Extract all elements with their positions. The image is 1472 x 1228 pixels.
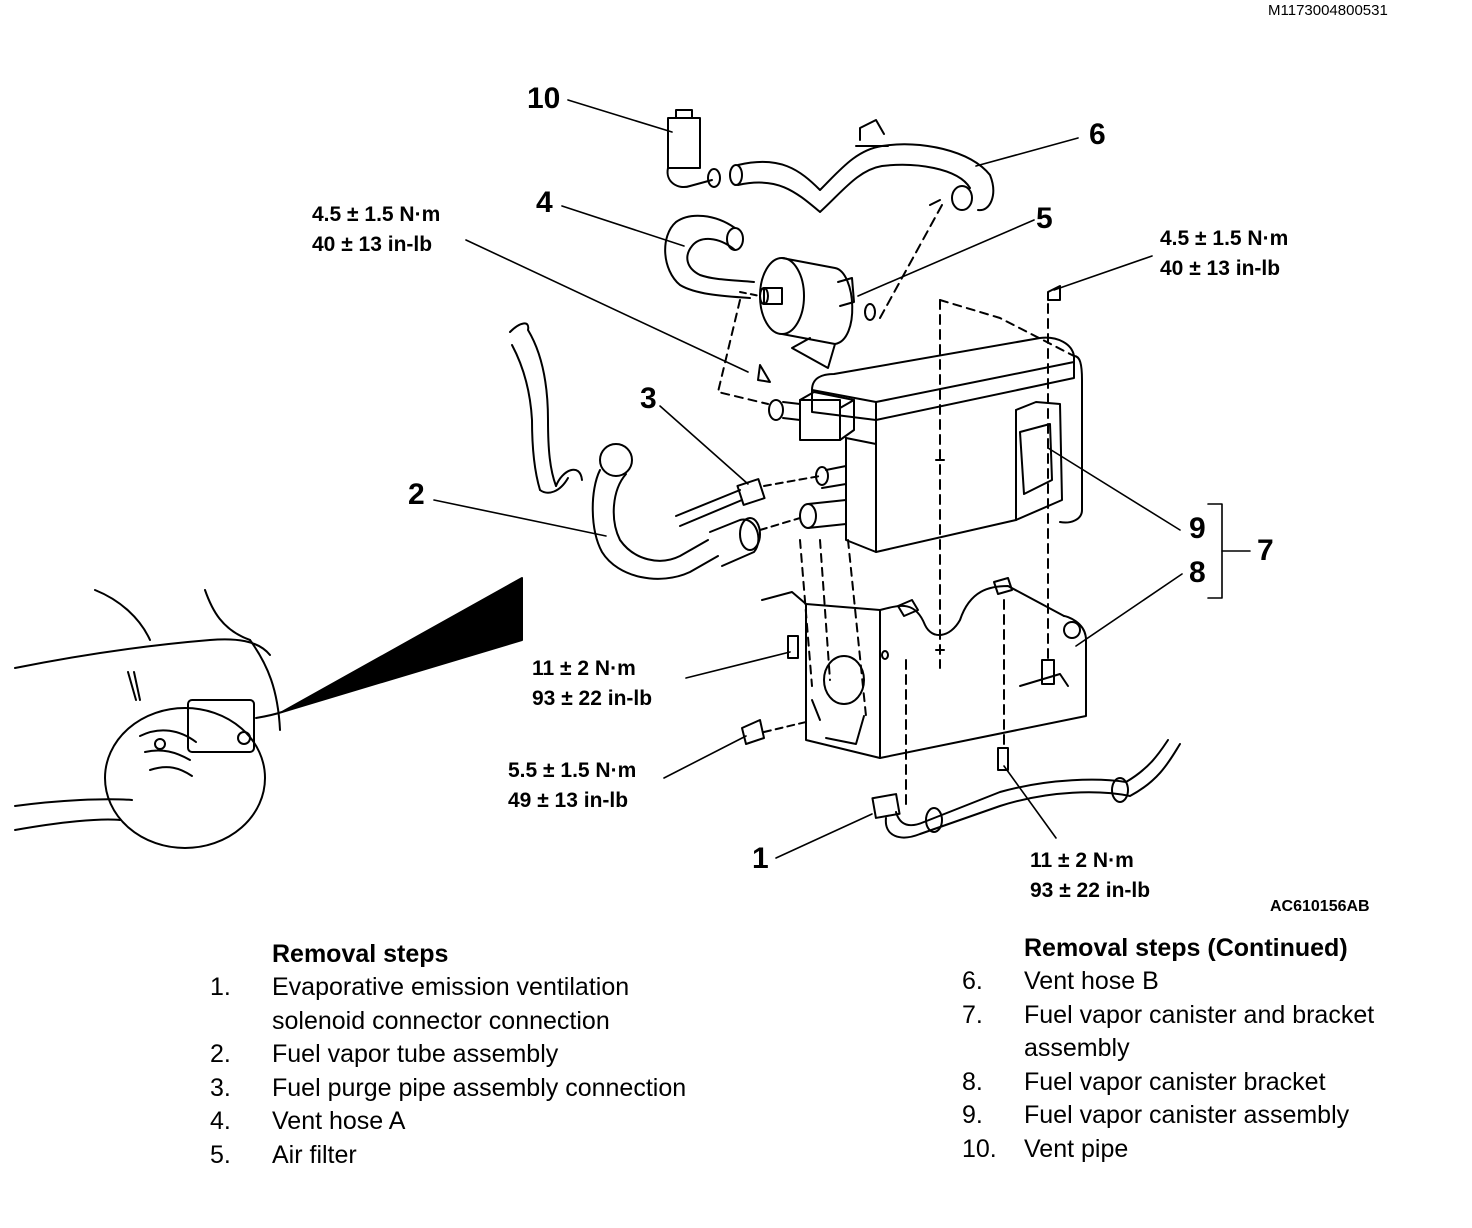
callout-2: 2 (408, 478, 425, 511)
torque-metric: 4.5 ± 1.5 N·m (1160, 227, 1289, 250)
torque-spec-bolt-upper: 11 ± 2 N·m 93 ± 22 in-lb (532, 654, 652, 714)
vent-hose-a (665, 216, 760, 298)
list-item: 8.Fuel vapor canister bracket (962, 1067, 1326, 1096)
fuel-purge-pipe (676, 476, 820, 526)
list-item: 9.Fuel vapor canister assembly (962, 1101, 1350, 1129)
torque-spec-nut-right: 4.5 ± 1.5 N·m 40 ± 13 in-lb (1160, 224, 1288, 284)
removal-steps-continued: Removal steps (Continued) 6.Vent hose B … (962, 932, 1422, 1166)
torque-metric: 5.5 ± 1.5 N·m (508, 759, 637, 782)
list-item: 4.Vent hose A (210, 1107, 406, 1135)
callout-9: 9 (1189, 512, 1206, 545)
torque-imperial: 93 ± 22 in-lb (532, 687, 653, 710)
torque-metric: 4.5 ± 1.5 N·m (312, 203, 441, 226)
vent-pipe (668, 110, 720, 187)
torque-metric: 11 ± 2 N·m (1030, 849, 1134, 872)
air-filter (758, 258, 875, 382)
torque-imperial: 93 ± 22 in-lb (1030, 879, 1151, 902)
torque-spec-bolt-bottom: 11 ± 2 N·m 93 ± 22 in-lb (1030, 846, 1150, 906)
fuel-vapor-canister (769, 300, 1082, 668)
callout-5: 5 (1036, 202, 1053, 235)
callout-1: 1 (752, 842, 769, 875)
list-item: 10.Vent pipe (962, 1134, 1129, 1163)
leader-lines (434, 100, 1250, 858)
callout-8: 8 (1189, 556, 1206, 589)
callout-4: 4 (536, 186, 553, 219)
list-item: 2.Fuel vapor tube assembly (210, 1040, 559, 1068)
vehicle-inset (15, 578, 522, 848)
removal-steps: Removal steps 1.Evaporative emission ven… (210, 938, 690, 1172)
list-item: 5.Air filter (210, 1140, 357, 1169)
torque-imperial: 49 ± 13 in-lb (508, 789, 629, 812)
list-item: 6.Vent hose B (962, 967, 1159, 995)
list-item: 3.Fuel purge pipe assembly connection (210, 1073, 687, 1102)
torque-spec-nut-left: 4.5 ± 1.5 N·m 40 ± 13 in-lb (312, 200, 440, 260)
fuel-vapor-tube (510, 323, 800, 578)
torque-imperial: 40 ± 13 in-lb (1160, 257, 1281, 280)
callout-3: 3 (640, 382, 657, 415)
list-item: 1.Evaporative emission ventilation solen… (210, 973, 630, 1035)
removal-steps-title: Removal steps (272, 940, 449, 968)
callout-7: 7 (1257, 534, 1274, 567)
removal-steps-continued-title: Removal steps (Continued) (1024, 934, 1348, 962)
torque-imperial: 40 ± 13 in-lb (312, 233, 433, 256)
torque-spec-bolt-lower: 5.5 ± 1.5 N·m 49 ± 13 in-lb (508, 756, 636, 816)
fuel-vapor-canister-bracket (742, 286, 1086, 806)
solenoid-connector (872, 740, 1180, 837)
list-item: 7.Fuel vapor canister and bracket assemb… (962, 1000, 1375, 1063)
callout-10: 10 (527, 82, 561, 115)
torque-metric: 11 ± 2 N·m (532, 657, 636, 680)
callout-6: 6 (1089, 118, 1106, 151)
figure-id: AC610156AB (1270, 898, 1370, 915)
document-id: M1173004800531 (1268, 2, 1388, 19)
vent-hose-b (730, 120, 993, 318)
